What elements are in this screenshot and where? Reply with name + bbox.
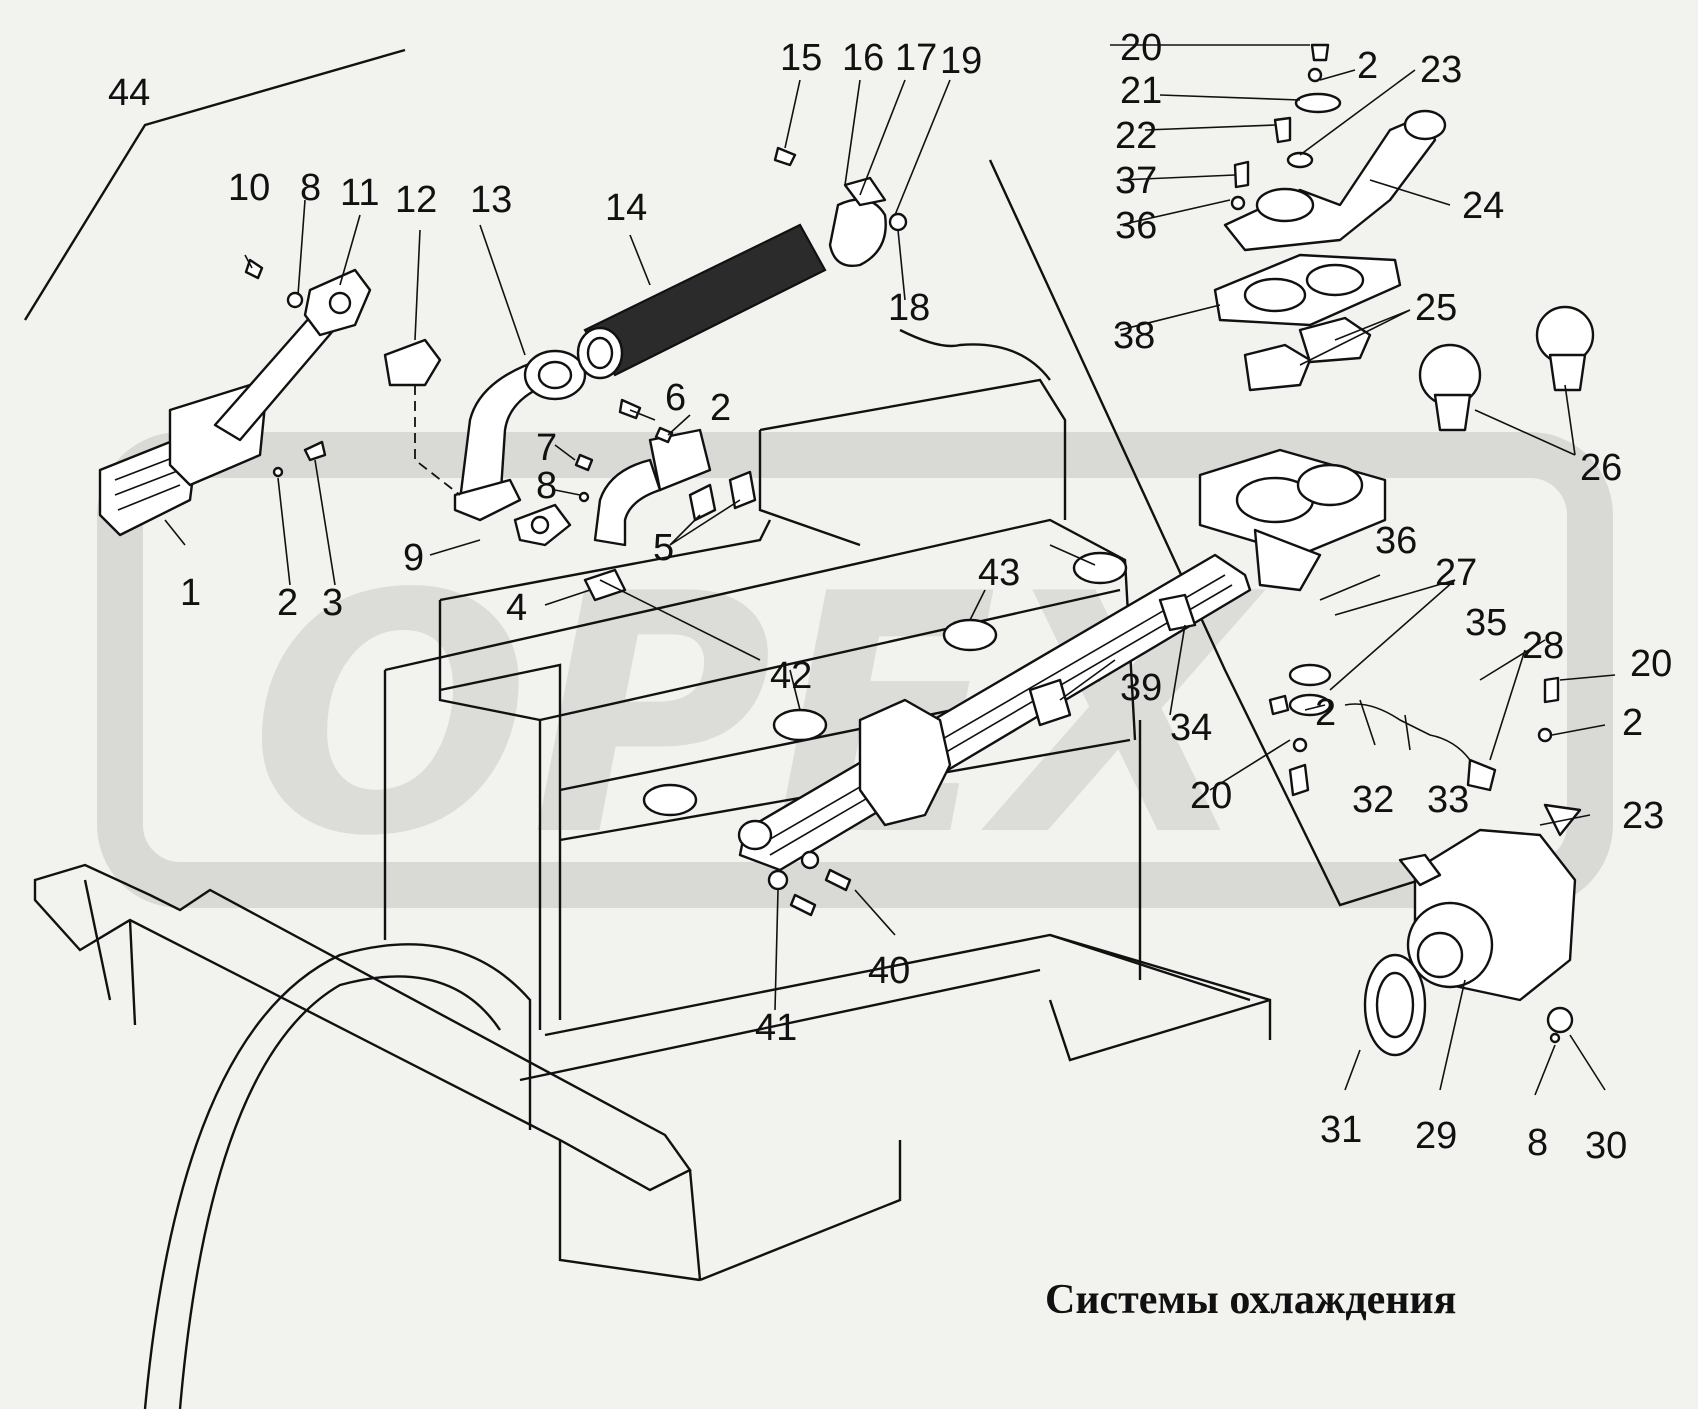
callout: 4 [506,587,527,629]
bottom-fasteners [767,850,852,917]
callout: 22 [1115,115,1157,157]
callout: 40 [868,950,910,992]
callout: 2 [1315,692,1336,734]
elbow-pipe [383,338,587,547]
left-parts [98,258,372,537]
callout-labels: 44 10 8 11 12 13 14 15 16 17 19 18 1 2 3… [108,27,1672,1167]
callout: 7 [536,427,557,469]
callout: 1 [180,572,201,614]
callout: 41 [755,1007,797,1049]
callout: 5 [653,527,674,569]
callout: 13 [470,179,512,221]
callout: 23 [1622,795,1664,837]
callout: 23 [1420,49,1462,91]
callout: 2 [277,582,298,624]
callout: 20 [1630,643,1672,685]
callout: 37 [1115,160,1157,202]
callout: 25 [1415,287,1457,329]
callout: 26 [1580,447,1622,489]
callout: 2 [1357,45,1378,87]
callout: 19 [940,40,982,82]
callout: 2 [710,387,731,429]
callout: 27 [1435,552,1477,594]
callout: 15 [780,37,822,79]
callout: 28 [1522,625,1564,667]
thermostat-housing [1213,43,1595,432]
outlet-fitting [574,398,761,661]
callout: 16 [842,37,884,79]
callout: 39 [1120,667,1162,709]
callout: 42 [770,655,812,697]
callout: 20 [1120,27,1162,69]
callout: 43 [978,552,1020,594]
callout: 29 [1415,1115,1457,1157]
callout: 8 [1527,1122,1548,1164]
callout: 36 [1115,205,1157,247]
callout: 36 [1375,520,1417,562]
block-gaskets [642,551,1128,817]
callout: 38 [1113,315,1155,357]
callout: 2 [1622,702,1643,744]
water-manifold [737,448,1387,872]
callout: 31 [1320,1109,1362,1151]
callout: 18 [888,287,930,329]
radiator-hose [576,146,908,380]
callout: 3 [322,582,343,624]
diagram-title: Системы охлаждения [1045,1277,1456,1323]
callout: 14 [605,187,647,229]
callout: 8 [300,167,321,209]
callout: 6 [665,377,686,419]
callout: 12 [395,179,437,221]
callout: 24 [1462,185,1504,227]
callout: 10 [228,167,270,209]
callout: 21 [1120,70,1162,112]
callout: 11 [340,172,379,214]
callout: 34 [1170,707,1212,749]
leader-lines [164,44,1616,1096]
callout: 20 [1190,775,1232,817]
water-pump [1268,663,1582,1057]
callout: 44 [108,72,150,114]
chassis-frame [23,48,1271,1409]
callout: 33 [1427,779,1469,821]
callout: 17 [895,37,937,79]
callout: 32 [1352,779,1394,821]
callout: 35 [1465,602,1507,644]
callout: 30 [1585,1125,1627,1167]
callout: 9 [403,537,424,579]
callout: 8 [536,465,557,507]
